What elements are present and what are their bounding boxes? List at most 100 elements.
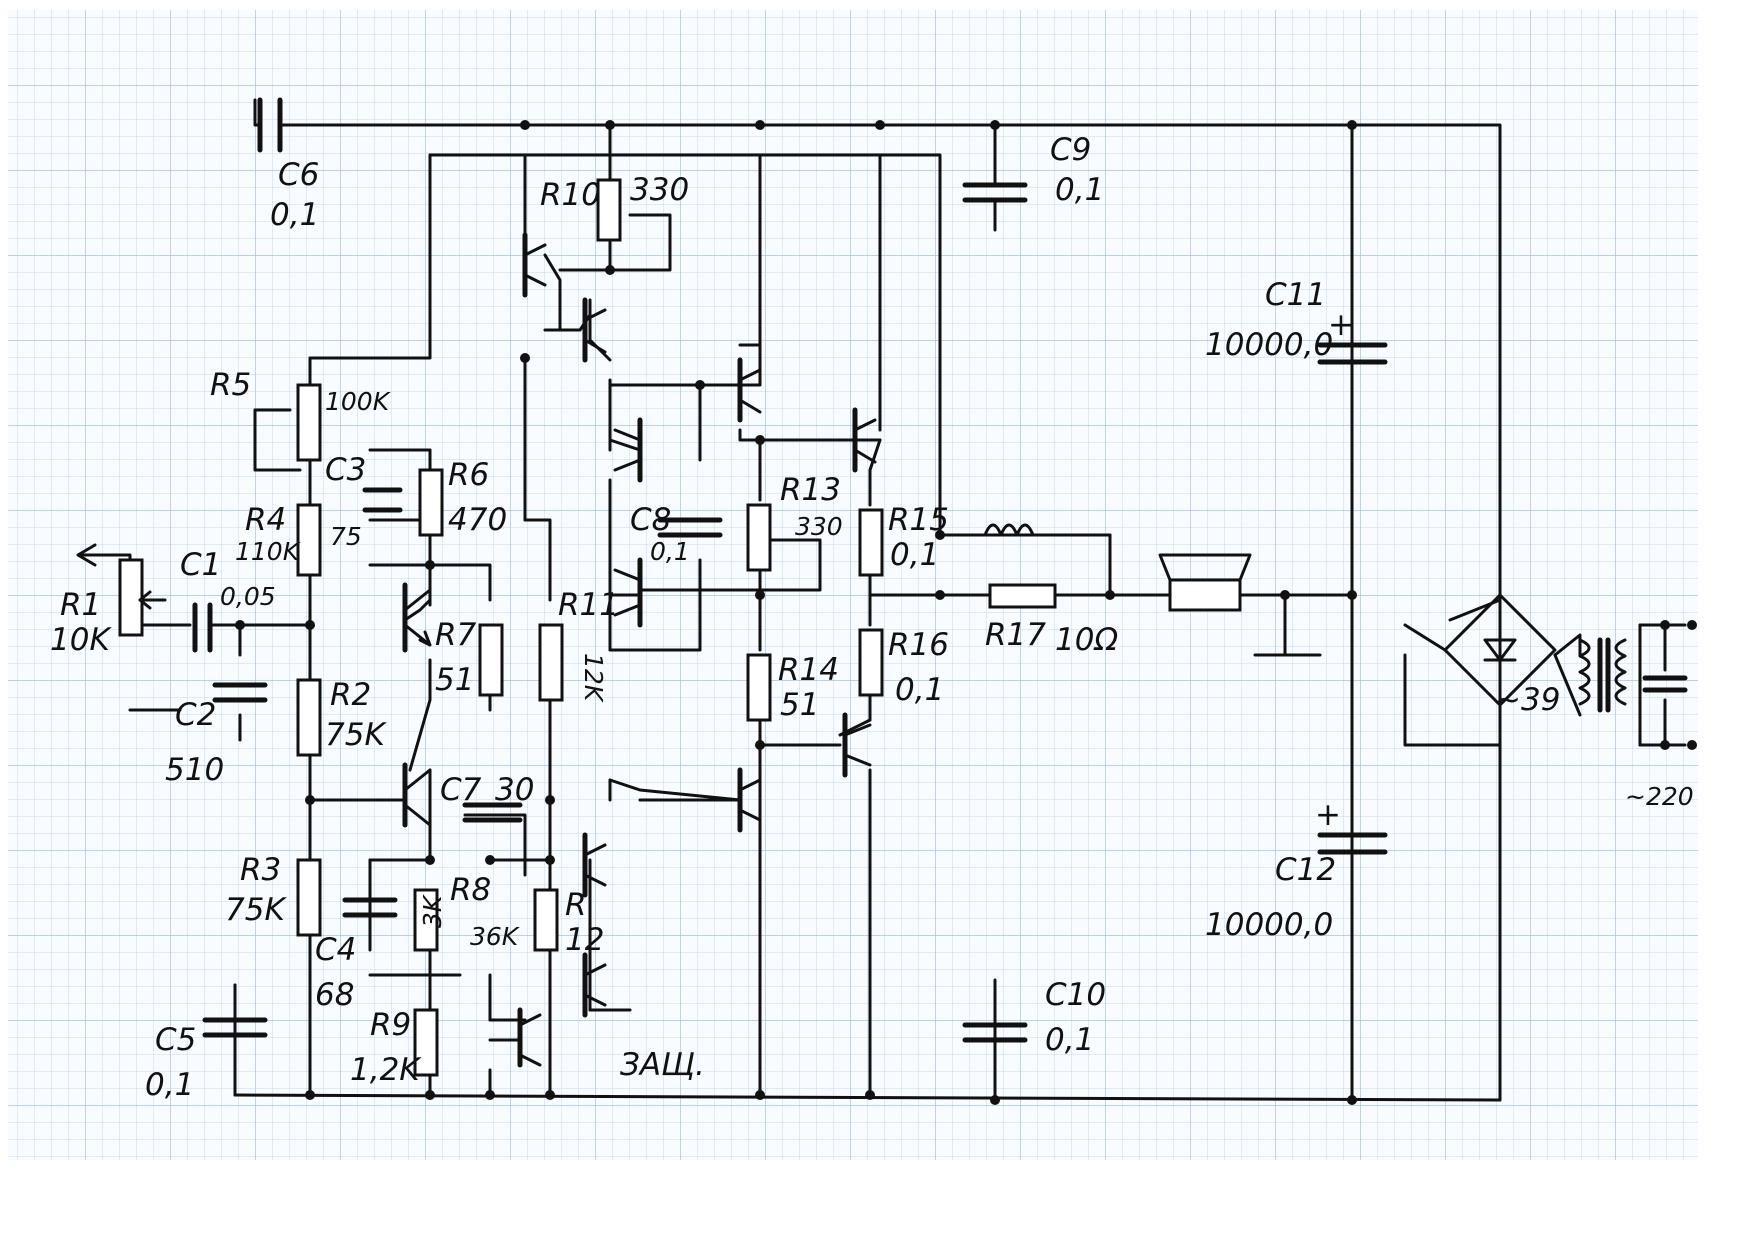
inductor-coil xyxy=(938,523,1112,537)
resistor-r3 xyxy=(296,858,322,937)
label-c11-value: 10000,0 xyxy=(1205,327,1333,363)
capacitor-c8 xyxy=(657,517,723,538)
transistor-q2 xyxy=(402,762,432,828)
resistor-r4 xyxy=(296,503,322,577)
label-r8: R8 xyxy=(450,872,491,908)
bridge-rectifier-icon xyxy=(1403,593,1557,707)
label-c3-value: 75 xyxy=(330,522,362,551)
label-c3: C3 xyxy=(325,452,366,488)
capacitor-c12 xyxy=(1317,832,1388,855)
label-c6-value: 0,1 xyxy=(270,197,319,233)
resistor-r10 xyxy=(596,178,622,242)
label-r15-value: 0,1 xyxy=(890,537,939,573)
label-r9: R9 xyxy=(370,1007,411,1043)
label-r12-number: 12 xyxy=(565,922,604,958)
resistor-r6 xyxy=(418,468,444,537)
label-r12: R xyxy=(565,887,587,923)
resistor-r8 xyxy=(413,888,439,952)
capacitor-c3 xyxy=(362,487,403,513)
capacitor-c9 xyxy=(962,182,1028,203)
label-r6: R6 xyxy=(448,457,489,493)
label-c2-value: 510 xyxy=(165,752,224,788)
input-arrow-icon xyxy=(76,543,167,610)
label-r5: R5 xyxy=(210,367,251,403)
capacitor-c1 xyxy=(192,602,242,653)
label-c7: C7 xyxy=(440,772,482,808)
label-r2-value: 75K xyxy=(325,717,387,753)
resistor-r17 xyxy=(988,583,1057,609)
capacitor-c7 xyxy=(462,802,523,823)
junction-dots xyxy=(235,120,1670,1105)
label-r14: R14 xyxy=(778,652,839,688)
label-r7-value: 51 xyxy=(435,662,474,698)
resistor-r1 xyxy=(118,558,144,637)
transformer-icon xyxy=(1578,620,1697,750)
label-c2: C2 xyxy=(175,697,216,733)
label-c4: C4 xyxy=(315,932,356,968)
label-c6: C6 xyxy=(278,157,319,193)
label-c9: C9 xyxy=(1050,132,1091,168)
label-r13-value: 330 xyxy=(795,512,843,541)
label-c12: C12 xyxy=(1275,852,1336,888)
label-c12-value: 10000,0 xyxy=(1205,907,1333,943)
resistor-r12 xyxy=(533,888,559,952)
label-r13: R13 xyxy=(780,472,841,508)
label-c11-plus: + xyxy=(1328,307,1354,343)
transistor-q5 xyxy=(613,417,643,483)
label-r4-value: 110K xyxy=(235,537,302,566)
label-r3: R3 xyxy=(240,852,281,888)
capacitor-c10 xyxy=(962,983,1028,1102)
resistors xyxy=(118,178,1057,1077)
label-c5-value: 0,1 xyxy=(145,1067,194,1103)
transistor-q10 xyxy=(842,712,872,778)
transistor-q12 xyxy=(582,952,607,1018)
label-r7: R7 xyxy=(435,617,477,653)
label-c5: C5 xyxy=(155,1022,196,1058)
capacitor-c5 xyxy=(202,983,268,1038)
resistor-r2 xyxy=(296,678,322,757)
speaker-icon xyxy=(1158,553,1252,612)
label-transformer-secondary: ~39 xyxy=(1495,682,1560,718)
label-c8: C8 xyxy=(630,502,671,538)
label-r15: R15 xyxy=(888,502,949,538)
label-c12-plus: + xyxy=(1315,797,1341,833)
label-c10: C10 xyxy=(1045,977,1106,1013)
label-r4: R4 xyxy=(245,502,286,538)
label-c7-value: 30 xyxy=(495,772,534,808)
transistor-q6 xyxy=(737,357,762,423)
label-protect: ЗАЩ. xyxy=(620,1047,705,1083)
label-r3-value: 75K xyxy=(225,892,287,928)
label-r10: R10 xyxy=(540,177,601,213)
label-r1: R1 xyxy=(60,587,101,623)
label-mains: ~220 xyxy=(1625,782,1694,811)
transistor-q4 xyxy=(582,297,607,363)
label-r9-value: 1,2K xyxy=(350,1052,422,1088)
capacitor-c4 xyxy=(342,897,398,918)
resistor-r14 xyxy=(746,653,772,722)
resistor-r11 xyxy=(538,623,564,702)
label-c9-value: 0,1 xyxy=(1055,172,1104,208)
label-r16: R16 xyxy=(888,627,949,663)
label-r1-value: 10K xyxy=(50,622,112,658)
label-c1-value: 0,05 xyxy=(220,582,276,611)
capacitor-c2 xyxy=(212,682,268,703)
ground-icon xyxy=(1253,593,1322,657)
label-c11: C11 xyxy=(1265,277,1326,313)
label-c1: C1 xyxy=(180,547,221,583)
transistor-q8 xyxy=(613,557,643,628)
label-r14-value: 51 xyxy=(780,687,819,723)
label-r8-body: 3K xyxy=(418,893,447,928)
transistors xyxy=(402,232,877,1068)
label-r11: R11 xyxy=(558,587,619,623)
transistor-q11 xyxy=(582,832,607,898)
label-c10-value: 0,1 xyxy=(1045,1022,1094,1058)
resistor-r7 xyxy=(478,623,504,697)
transistor-q1 xyxy=(402,582,432,653)
component-labels: C6 0,1 C9 0,1 C11 10000,0 + + C12 10000,… xyxy=(50,132,1694,1103)
label-r17: R17 xyxy=(985,617,1046,653)
label-c4-value: 68 xyxy=(315,977,354,1013)
transistor-q9 xyxy=(737,767,762,833)
capacitor-c6 xyxy=(257,97,318,153)
resistor-r5 xyxy=(296,383,322,462)
